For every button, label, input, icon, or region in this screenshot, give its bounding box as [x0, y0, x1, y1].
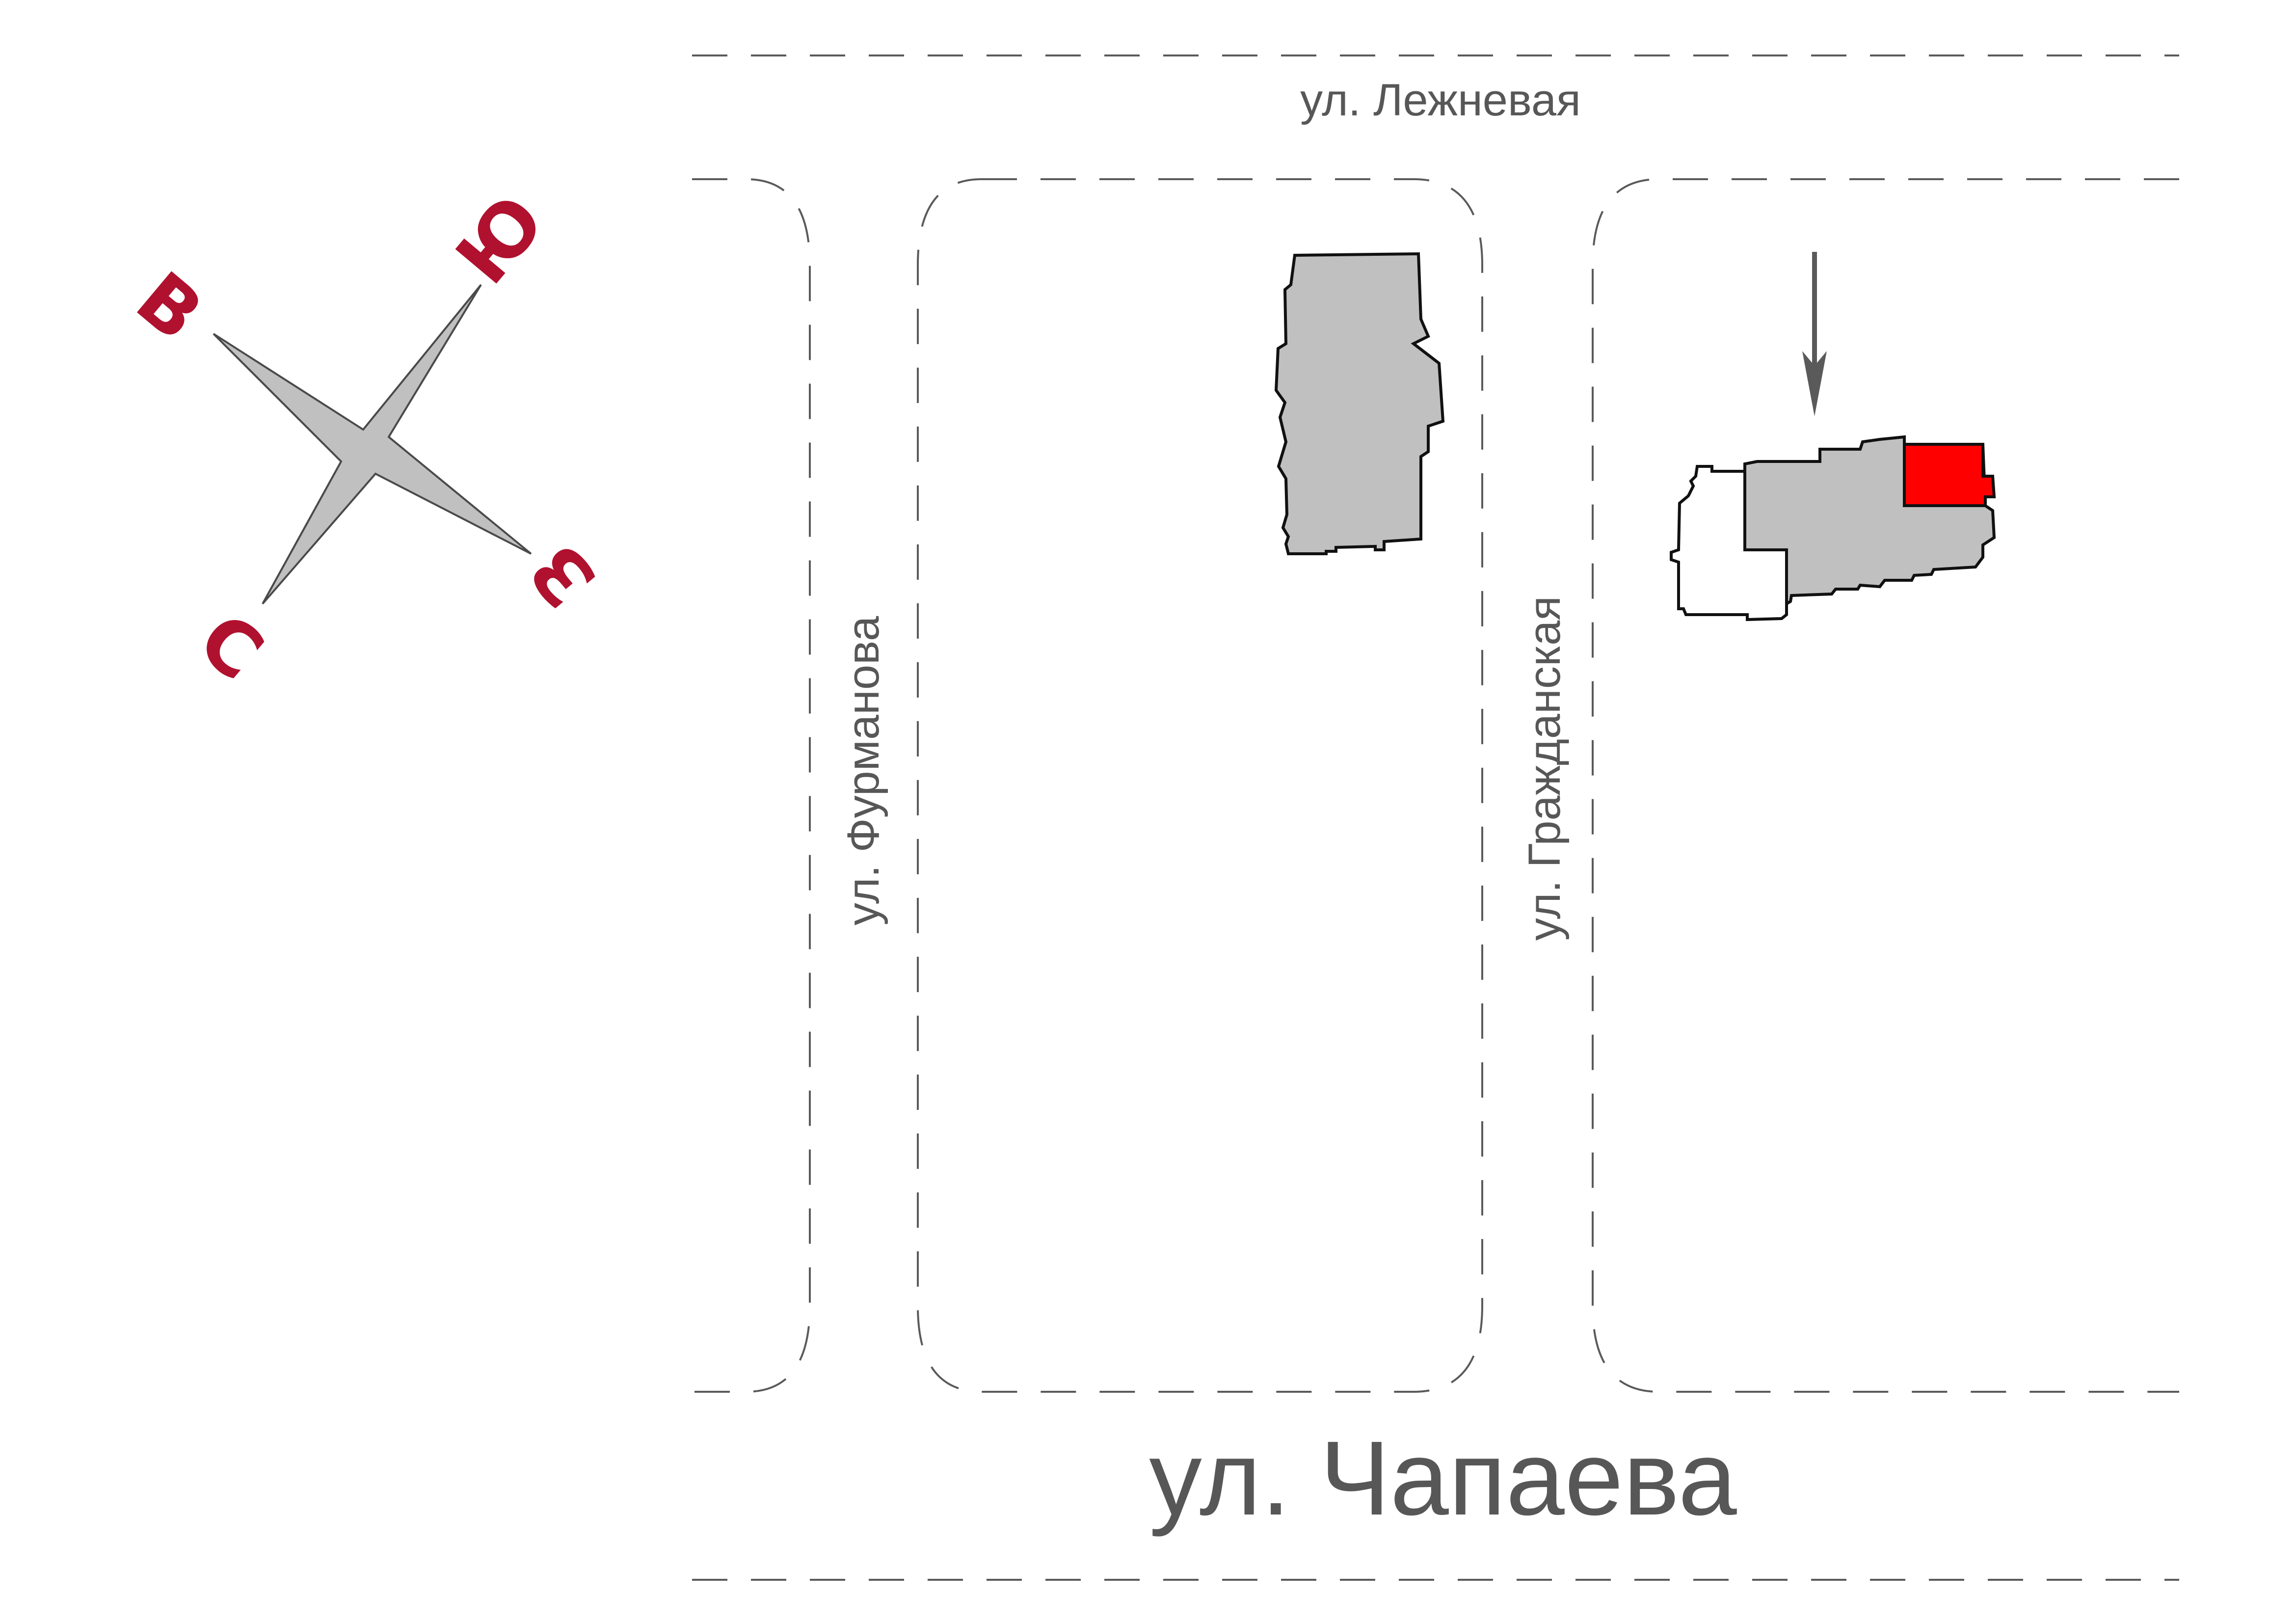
highlighted-building-section	[1903, 443, 1996, 507]
compass-rose: Ю В З С	[120, 179, 613, 697]
street-label-lezhnevaya: ул. Лежневая	[1300, 75, 1581, 125]
block-east	[1592, 178, 2179, 1393]
compass-letter-south: Ю	[440, 179, 561, 300]
block-middle	[917, 178, 1483, 1393]
block-west	[692, 178, 811, 1393]
down-arrow-icon	[1802, 252, 1827, 416]
road-lines	[692, 54, 2179, 1581]
street-label-grazhdanskaya: ул. Гражданская	[1520, 596, 1570, 941]
street-label-furmanova: ул. Фурманова	[838, 616, 888, 925]
compass-letter-east: В	[120, 256, 218, 358]
street-label-chapaeva: ул. Чапаева	[1149, 1419, 1737, 1537]
building-middle-block	[1274, 252, 1445, 555]
compass-letter-north: С	[183, 597, 279, 697]
compass-letter-west: З	[514, 528, 613, 622]
compass-star-icon	[213, 284, 532, 605]
